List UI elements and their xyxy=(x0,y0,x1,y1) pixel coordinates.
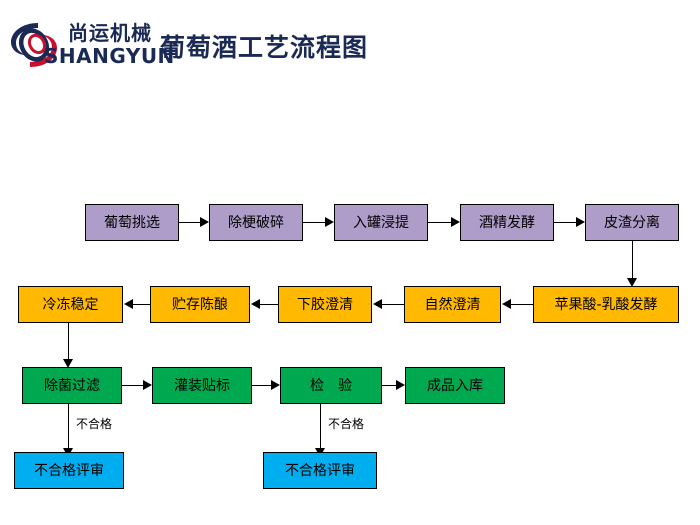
node-destem-crush[interactable]: 除梗破碎 xyxy=(209,204,303,241)
node-fining-clarify[interactable]: 下胶澄清 xyxy=(278,286,372,323)
connector-r2-to-r3 xyxy=(68,323,69,359)
arrowhead-r1-to-r2 xyxy=(627,278,637,287)
company-logo: 尚运机械 SHANGYUN xyxy=(8,18,174,74)
connector-r1-3 xyxy=(428,222,451,223)
node-tank-maceration[interactable]: 入罐浸提 xyxy=(334,204,428,241)
node-alcohol-fermentation[interactable]: 酒精发酵 xyxy=(460,204,554,241)
node-natural-clarify[interactable]: 自然澄清 xyxy=(404,286,501,323)
node-finished-warehouse[interactable]: 成品入库 xyxy=(405,367,505,404)
node-grape-selection[interactable]: 葡萄挑选 xyxy=(85,204,179,241)
node-sterile-filtration[interactable]: 除菌过滤 xyxy=(22,367,122,404)
node-storage-aging[interactable]: 贮存陈酿 xyxy=(150,286,250,323)
node-pomace-separation[interactable]: 皮渣分离 xyxy=(585,204,679,241)
shangyun-swirl-logo-icon xyxy=(11,23,57,67)
connector-r1-2 xyxy=(303,222,325,223)
page-title: 葡萄酒工艺流程图 xyxy=(160,33,369,62)
arrowhead-r2-to-r3 xyxy=(63,359,73,368)
connector-reject-2 xyxy=(320,404,321,448)
connector-reject-1 xyxy=(68,404,69,448)
logo-chinese-name: 尚运机械 xyxy=(68,21,152,45)
arrowhead-r2-3 xyxy=(373,299,382,309)
logo-english-name: SHANGYUN xyxy=(44,44,175,68)
arrowhead-r1-4 xyxy=(576,217,585,227)
arrowhead-r2-1 xyxy=(124,299,133,309)
arrowhead-r1-3 xyxy=(451,217,460,227)
connector-r2-2 xyxy=(260,304,279,305)
arrowhead-r2-2 xyxy=(251,299,260,309)
edge-label-reject-1: 不合格 xyxy=(76,417,113,431)
arrowhead-r3-1 xyxy=(143,380,152,390)
connector-r3-2 xyxy=(252,385,271,386)
arrowhead-r3-2 xyxy=(271,380,280,390)
connector-r2-4 xyxy=(511,304,534,305)
node-bottling-labeling[interactable]: 灌装贴标 xyxy=(152,367,252,404)
arrowhead-r3-3 xyxy=(396,380,405,390)
arrowhead-r1-1 xyxy=(200,217,209,227)
connector-r1-4 xyxy=(554,222,576,223)
node-nonconform-review-1[interactable]: 不合格评审 xyxy=(14,452,124,489)
connector-r1-1 xyxy=(179,222,200,223)
connector-r2-1 xyxy=(133,304,151,305)
node-malolactic-ferment[interactable]: 苹果酸-乳酸发酵 xyxy=(533,286,679,323)
connector-r3-1 xyxy=(122,385,143,386)
node-cold-stabilization[interactable]: 冷冻稳定 xyxy=(18,286,123,323)
connector-r3-3 xyxy=(382,385,396,386)
connector-r2-3 xyxy=(382,304,405,305)
arrowhead-r1-2 xyxy=(325,217,334,227)
page-header: 尚运机械 SHANGYUN 葡萄酒工艺流程图 xyxy=(0,0,700,88)
node-inspection[interactable]: 检 验 xyxy=(280,367,382,404)
connector-r1-to-r2 xyxy=(632,241,633,278)
arrowhead-r2-4 xyxy=(502,299,511,309)
node-nonconform-review-2[interactable]: 不合格评审 xyxy=(263,452,377,489)
edge-label-reject-2: 不合格 xyxy=(328,417,365,431)
